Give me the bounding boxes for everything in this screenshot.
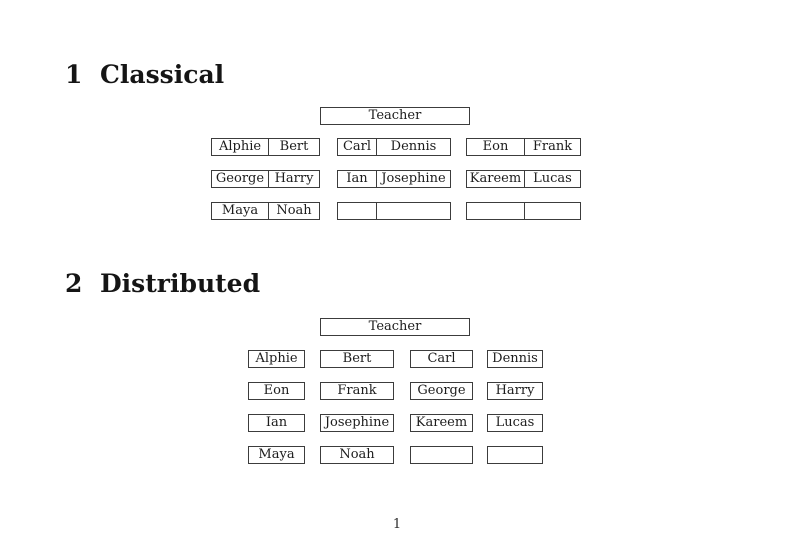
seat-box: Bert [320, 350, 394, 368]
seat-cell: Carl [338, 139, 377, 155]
desk: Eon Frank [466, 138, 581, 156]
desk: George Harry [211, 170, 320, 188]
seat-cell: Josephine [381, 171, 446, 186]
seat-cell: Kareem [467, 171, 525, 187]
seat-box: Alphie [248, 350, 305, 368]
seat-cell: Frank [532, 139, 573, 154]
teacher-box: Teacher [320, 318, 470, 336]
desk [337, 202, 451, 220]
seat-cell: George [212, 171, 269, 187]
desk: Carl Dennis [337, 138, 451, 156]
seat-cell: Harry [274, 171, 314, 186]
seat-box: George [410, 382, 473, 400]
section-heading-classical: 1 Classical [65, 62, 224, 87]
seat-cell: Noah [276, 203, 312, 218]
seat-box: Kareem [410, 414, 473, 432]
seat-cell [377, 203, 450, 219]
page-number: 1 [392, 517, 402, 532]
seat-cell [525, 203, 580, 219]
seat-cell: Bert [279, 139, 309, 154]
seat-cell [338, 203, 377, 219]
section-number: 2 [65, 269, 83, 298]
seat-cell: Alphie [212, 139, 269, 155]
section-title: Distributed [100, 269, 261, 298]
section-number: 1 [65, 60, 83, 89]
seat-cell [467, 203, 525, 219]
seat-box [487, 446, 543, 464]
seat-box: Dennis [487, 350, 543, 368]
seat-cell: Eon [467, 139, 525, 155]
seat-box: Josephine [320, 414, 394, 432]
seat-box: Frank [320, 382, 394, 400]
seat-cell: Lucas [533, 171, 572, 186]
section-heading-distributed: 2 Distributed [65, 271, 260, 296]
desk: Ian Josephine [337, 170, 451, 188]
seat-box: Harry [487, 382, 543, 400]
seat-box: Noah [320, 446, 394, 464]
teacher-box: Teacher [320, 107, 470, 125]
seat-box: Carl [410, 350, 473, 368]
desk [466, 202, 581, 220]
seat-box: Lucas [487, 414, 543, 432]
seat-cell: Ian [338, 171, 377, 187]
desk: Maya Noah [211, 202, 320, 220]
section-title: Classical [100, 60, 225, 89]
seat-box: Ian [248, 414, 305, 432]
seat-box: Maya [248, 446, 305, 464]
desk: Kareem Lucas [466, 170, 581, 188]
seat-box: Eon [248, 382, 305, 400]
seat-cell: Dennis [390, 139, 437, 154]
seat-cell: Maya [212, 203, 269, 219]
desk: Alphie Bert [211, 138, 320, 156]
seat-box [410, 446, 473, 464]
